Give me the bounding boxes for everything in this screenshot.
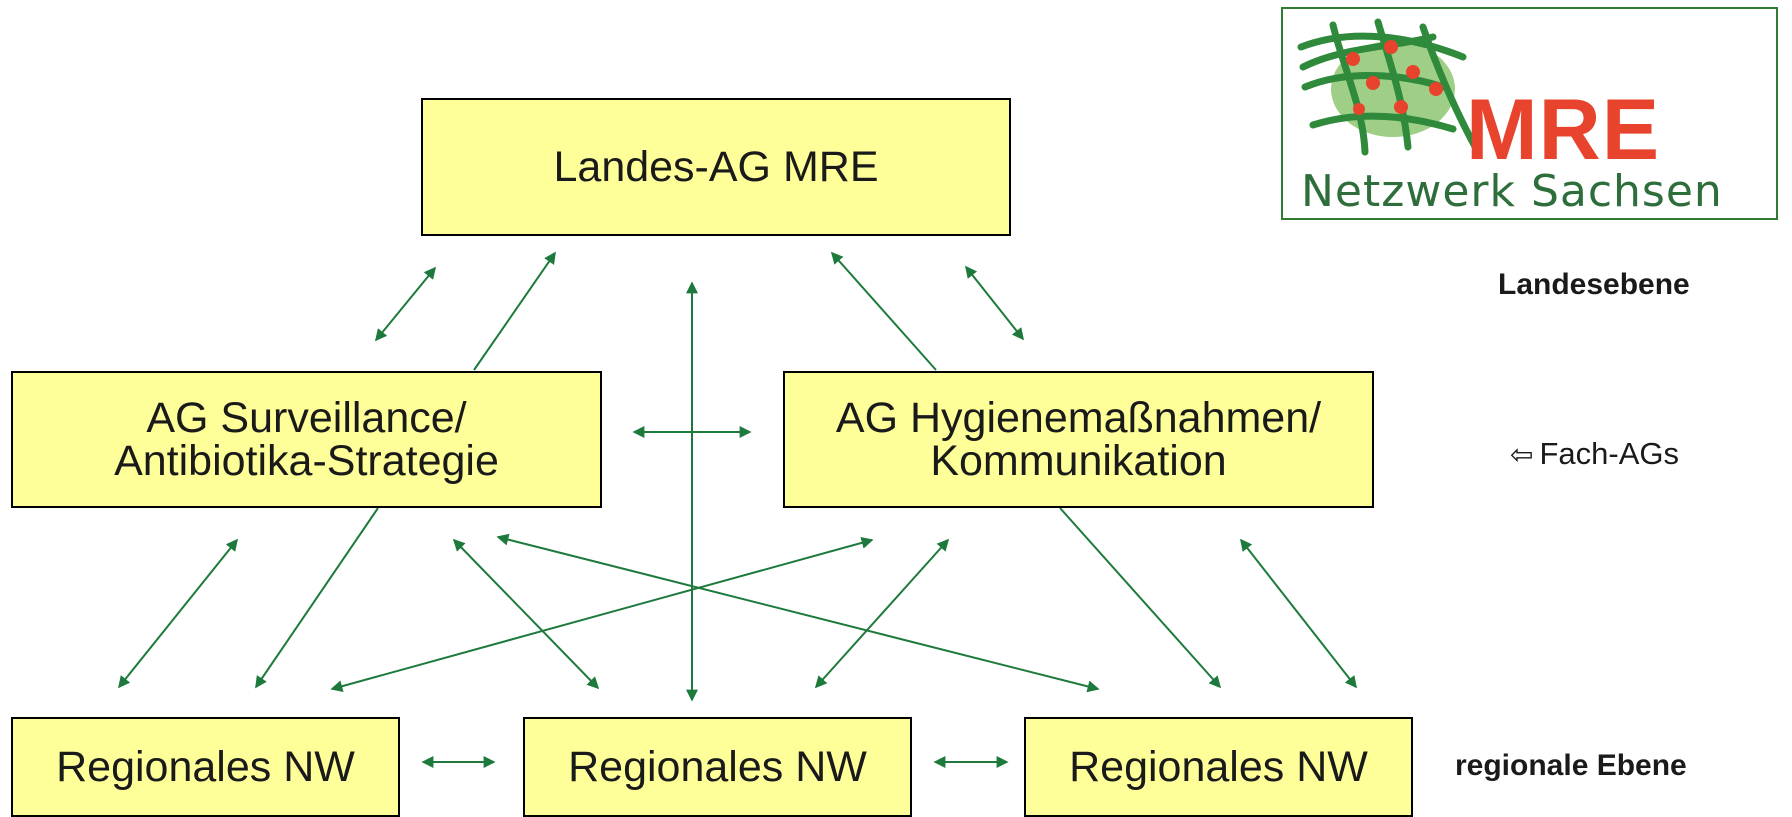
- box-hygiene-line-1: AG Hygienemaßnahmen/: [835, 393, 1322, 442]
- box-landes-ag-mre: Landes-AG MRE: [421, 98, 1011, 236]
- box-regional-nw-3: Regionales NW: [1024, 717, 1413, 817]
- box-regional-3-label: Regionales NW: [1069, 742, 1368, 791]
- box-landes-label: Landes-AG MRE: [553, 142, 879, 191]
- box-regional-2-label: Regionales NW: [568, 742, 867, 791]
- arrow-surv-landes-single: [473, 251, 556, 371]
- label-fach-ags-text: Fach-AGs: [1539, 436, 1679, 471]
- box-surveillance-line-1: AG Surveillance/: [146, 393, 467, 442]
- box-regional-1-label: Regionales NW: [56, 742, 355, 791]
- box-hygiene-line-2: Kommunikation: [930, 436, 1227, 485]
- arrow-hyg-reg3-bidir: [1240, 538, 1357, 689]
- box-landes-line-1: Landes-AG MRE: [553, 142, 879, 191]
- box-ag-hygiene: AG Hygienemaßnahmen/ Kommunikation: [783, 371, 1374, 508]
- arrow-landes-surv-bidir: [374, 266, 437, 342]
- arrow-surv-reg1-bidir: [117, 538, 239, 689]
- network-globe-icon: [1297, 18, 1482, 156]
- arrow-landes-hyg-bidir: [965, 265, 1024, 341]
- arrow-surv-reg2-bidir: [452, 538, 600, 690]
- box-regional-nw-1: Regionales NW: [11, 717, 400, 817]
- label-landesebene: Landesebene: [1498, 268, 1690, 301]
- arrow-landes-hyg-single: [830, 251, 937, 371]
- logo-title: MRE: [1466, 82, 1661, 178]
- arrow-hyg-reg3-single: [1059, 507, 1222, 689]
- box-hygiene-label: AG Hygienemaßnahmen/ Kommunikation: [835, 393, 1322, 485]
- label-fach-ags: ⇦Fach-AGs: [1510, 436, 1679, 472]
- arrow-hyg-reg1-bidir: [330, 536, 874, 693]
- arrow-hyg-reg2-bidir: [814, 538, 950, 689]
- box-ag-surveillance: AG Surveillance/ Antibiotika-Strategie: [11, 371, 602, 508]
- left-outline-arrow-icon: ⇦: [1510, 439, 1534, 470]
- box-regional-nw-2: Regionales NW: [523, 717, 912, 817]
- logo-mre-netzwerk-sachsen: MRE Netzwerk Sachsen: [1281, 7, 1778, 220]
- box-surveillance-label: AG Surveillance/ Antibiotika-Strategie: [114, 393, 499, 485]
- arrow-surv-reg1-single: [255, 507, 379, 689]
- label-regionale-ebene: regionale Ebene: [1455, 749, 1687, 782]
- box-surveillance-line-2: Antibiotika-Strategie: [114, 436, 499, 485]
- logo-subtitle: Netzwerk Sachsen: [1301, 166, 1723, 217]
